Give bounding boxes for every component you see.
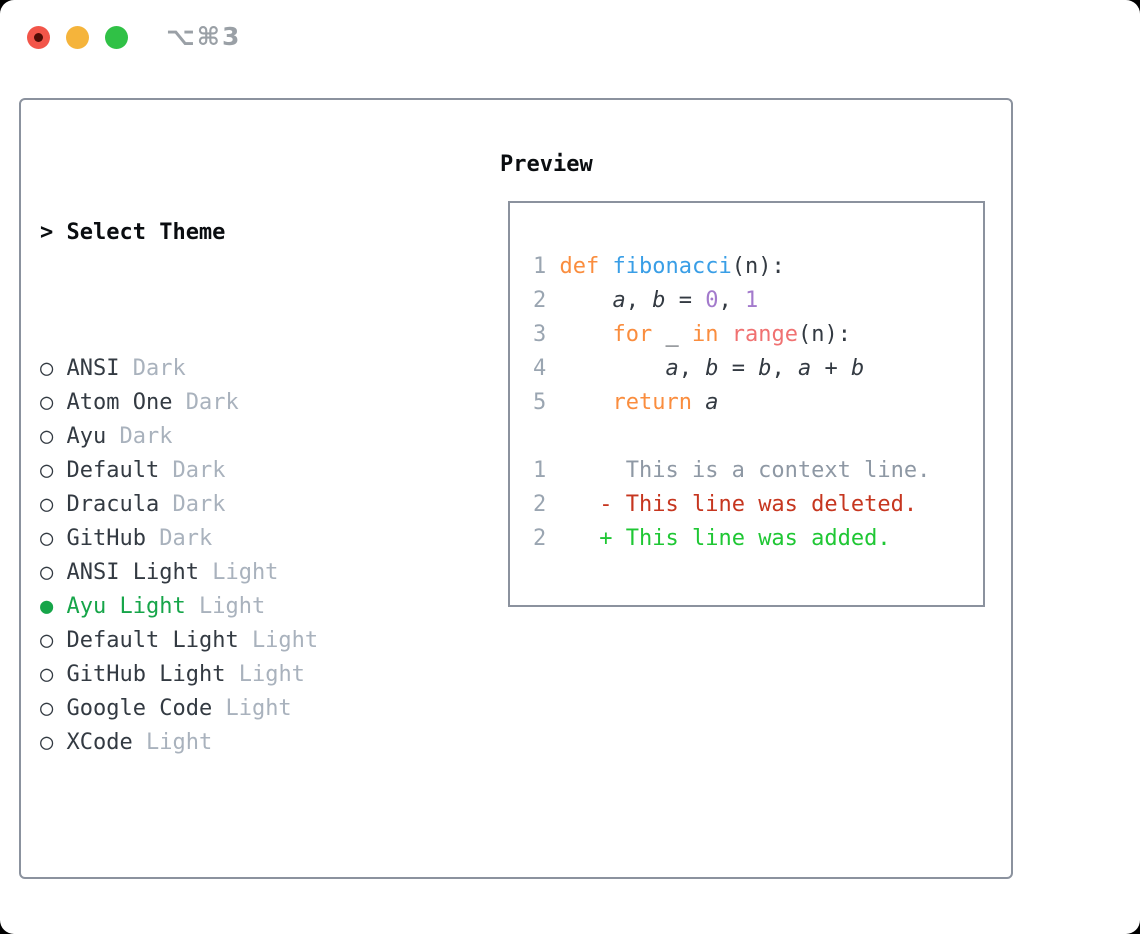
theme-variant: Dark <box>185 390 239 415</box>
prompt-icon: > <box>40 220 54 245</box>
radio-unselected-icon: ○ <box>40 458 54 483</box>
theme-item-default[interactable]: ○ Default Dark <box>40 454 480 488</box>
unsaved-changes-dot-icon <box>34 33 43 42</box>
code-line: 2 a, b = 0, 1 <box>533 288 759 313</box>
theme-name: Google Code <box>66 696 213 721</box>
theme-variant: Light <box>225 696 292 721</box>
theme-item-ayu-light[interactable]: ● Ayu Light Light <box>40 590 480 624</box>
theme-name: Ayu <box>66 424 107 449</box>
radio-selected-icon: ● <box>40 594 54 619</box>
theme-item-xcode[interactable]: ○ XCode Light <box>40 726 480 760</box>
code-line: 3 for _ in range(n): <box>533 322 851 347</box>
radio-unselected-icon: ○ <box>40 356 54 381</box>
theme-variant: Dark <box>119 424 173 449</box>
theme-variant: Light <box>145 730 213 755</box>
theme-variant: Light <box>251 628 319 653</box>
preview-code: 1 def fibonacci(n): 2 a, b = 0, 1 3 for _ … <box>510 203 983 556</box>
theme-item-ansi-light[interactable]: ○ ANSI Light Light <box>40 556 480 590</box>
radio-unselected-icon: ○ <box>40 662 54 687</box>
theme-name: Atom One <box>66 390 173 415</box>
theme-variant: Light <box>212 560 279 585</box>
main-panel: >Select Theme ○ ANSI Dark○ Atom One Dark… <box>19 98 1013 879</box>
code-line <box>533 420 983 454</box>
title-bar: ⌥⌘3 <box>0 0 1140 76</box>
radio-unselected-icon: ○ <box>40 628 54 653</box>
code-line: 1 def fibonacci(n): <box>533 254 785 279</box>
close-button[interactable] <box>27 26 50 49</box>
code-line: 2 - This line was deleted. <box>533 492 918 517</box>
theme-name: GitHub Light <box>66 662 226 687</box>
line-number: 1 <box>533 254 560 279</box>
code-line: 4 a, b = b, a + b <box>533 356 865 381</box>
line-number: 2 <box>533 492 560 517</box>
select-theme-title: Select Theme <box>66 220 226 245</box>
preview-title: Preview <box>500 152 593 177</box>
theme-item-github-light[interactable]: ○ GitHub Light Light <box>40 658 480 692</box>
code-line: 2 + This line was added. <box>533 526 891 551</box>
line-number: 4 <box>533 356 560 381</box>
theme-item-ansi[interactable]: ○ ANSI Dark <box>40 352 480 386</box>
radio-unselected-icon: ○ <box>40 560 54 585</box>
theme-name: ANSI <box>66 356 120 381</box>
minimize-button[interactable] <box>66 26 89 49</box>
theme-variant: Dark <box>172 458 226 483</box>
theme-item-google-code[interactable]: ○ Google Code Light <box>40 692 480 726</box>
select-theme-header: > Select Theme <box>40 216 480 250</box>
theme-name: Default <box>66 458 160 483</box>
theme-item-default-light[interactable]: ○ Default Light Light <box>40 624 480 658</box>
preview-box: 1 def fibonacci(n): 2 a, b = 0, 1 3 for _ … <box>508 201 985 607</box>
theme-name: XCode <box>66 730 133 755</box>
theme-variant: Light <box>198 594 266 619</box>
line-number: 5 <box>533 390 560 415</box>
window-title: ⌥⌘3 <box>166 22 242 51</box>
theme-name: ANSI Light <box>66 560 199 585</box>
spacer <box>40 862 480 896</box>
radio-unselected-icon: ○ <box>40 390 54 415</box>
line-number: 2 <box>533 288 560 313</box>
theme-variant: Dark <box>132 356 186 381</box>
theme-list: ○ ANSI Dark○ Atom One Dark○ Ayu Dark○ De… <box>40 352 480 760</box>
theme-variant: Light <box>238 662 305 687</box>
theme-item-ayu[interactable]: ○ Ayu Dark <box>40 420 480 454</box>
theme-variant: Dark <box>159 526 213 551</box>
radio-unselected-icon: ○ <box>40 526 54 551</box>
theme-item-dracula[interactable]: ○ Dracula Dark <box>40 488 480 522</box>
line-number: 2 <box>533 526 560 551</box>
theme-name: Default Light <box>66 628 239 653</box>
code-line: 1 This is a context line. <box>533 458 931 483</box>
code-line: 5 return a <box>533 390 719 415</box>
theme-selector: >Select Theme ○ ANSI Dark○ Atom One Dark… <box>40 148 480 934</box>
theme-name: Ayu Light <box>66 594 186 619</box>
theme-variant: Dark <box>172 492 226 517</box>
zoom-button[interactable] <box>105 26 128 49</box>
line-number: 1 <box>533 458 560 483</box>
theme-name: GitHub <box>66 526 146 551</box>
radio-unselected-icon: ○ <box>40 492 54 517</box>
theme-item-atom-one[interactable]: ○ Atom One Dark <box>40 386 480 420</box>
radio-unselected-icon: ○ <box>40 696 54 721</box>
theme-name: Dracula <box>66 492 160 517</box>
radio-unselected-icon: ○ <box>40 730 54 755</box>
line-number: 3 <box>533 322 560 347</box>
radio-unselected-icon: ○ <box>40 424 54 449</box>
theme-item-github[interactable]: ○ GitHub Dark <box>40 522 480 556</box>
